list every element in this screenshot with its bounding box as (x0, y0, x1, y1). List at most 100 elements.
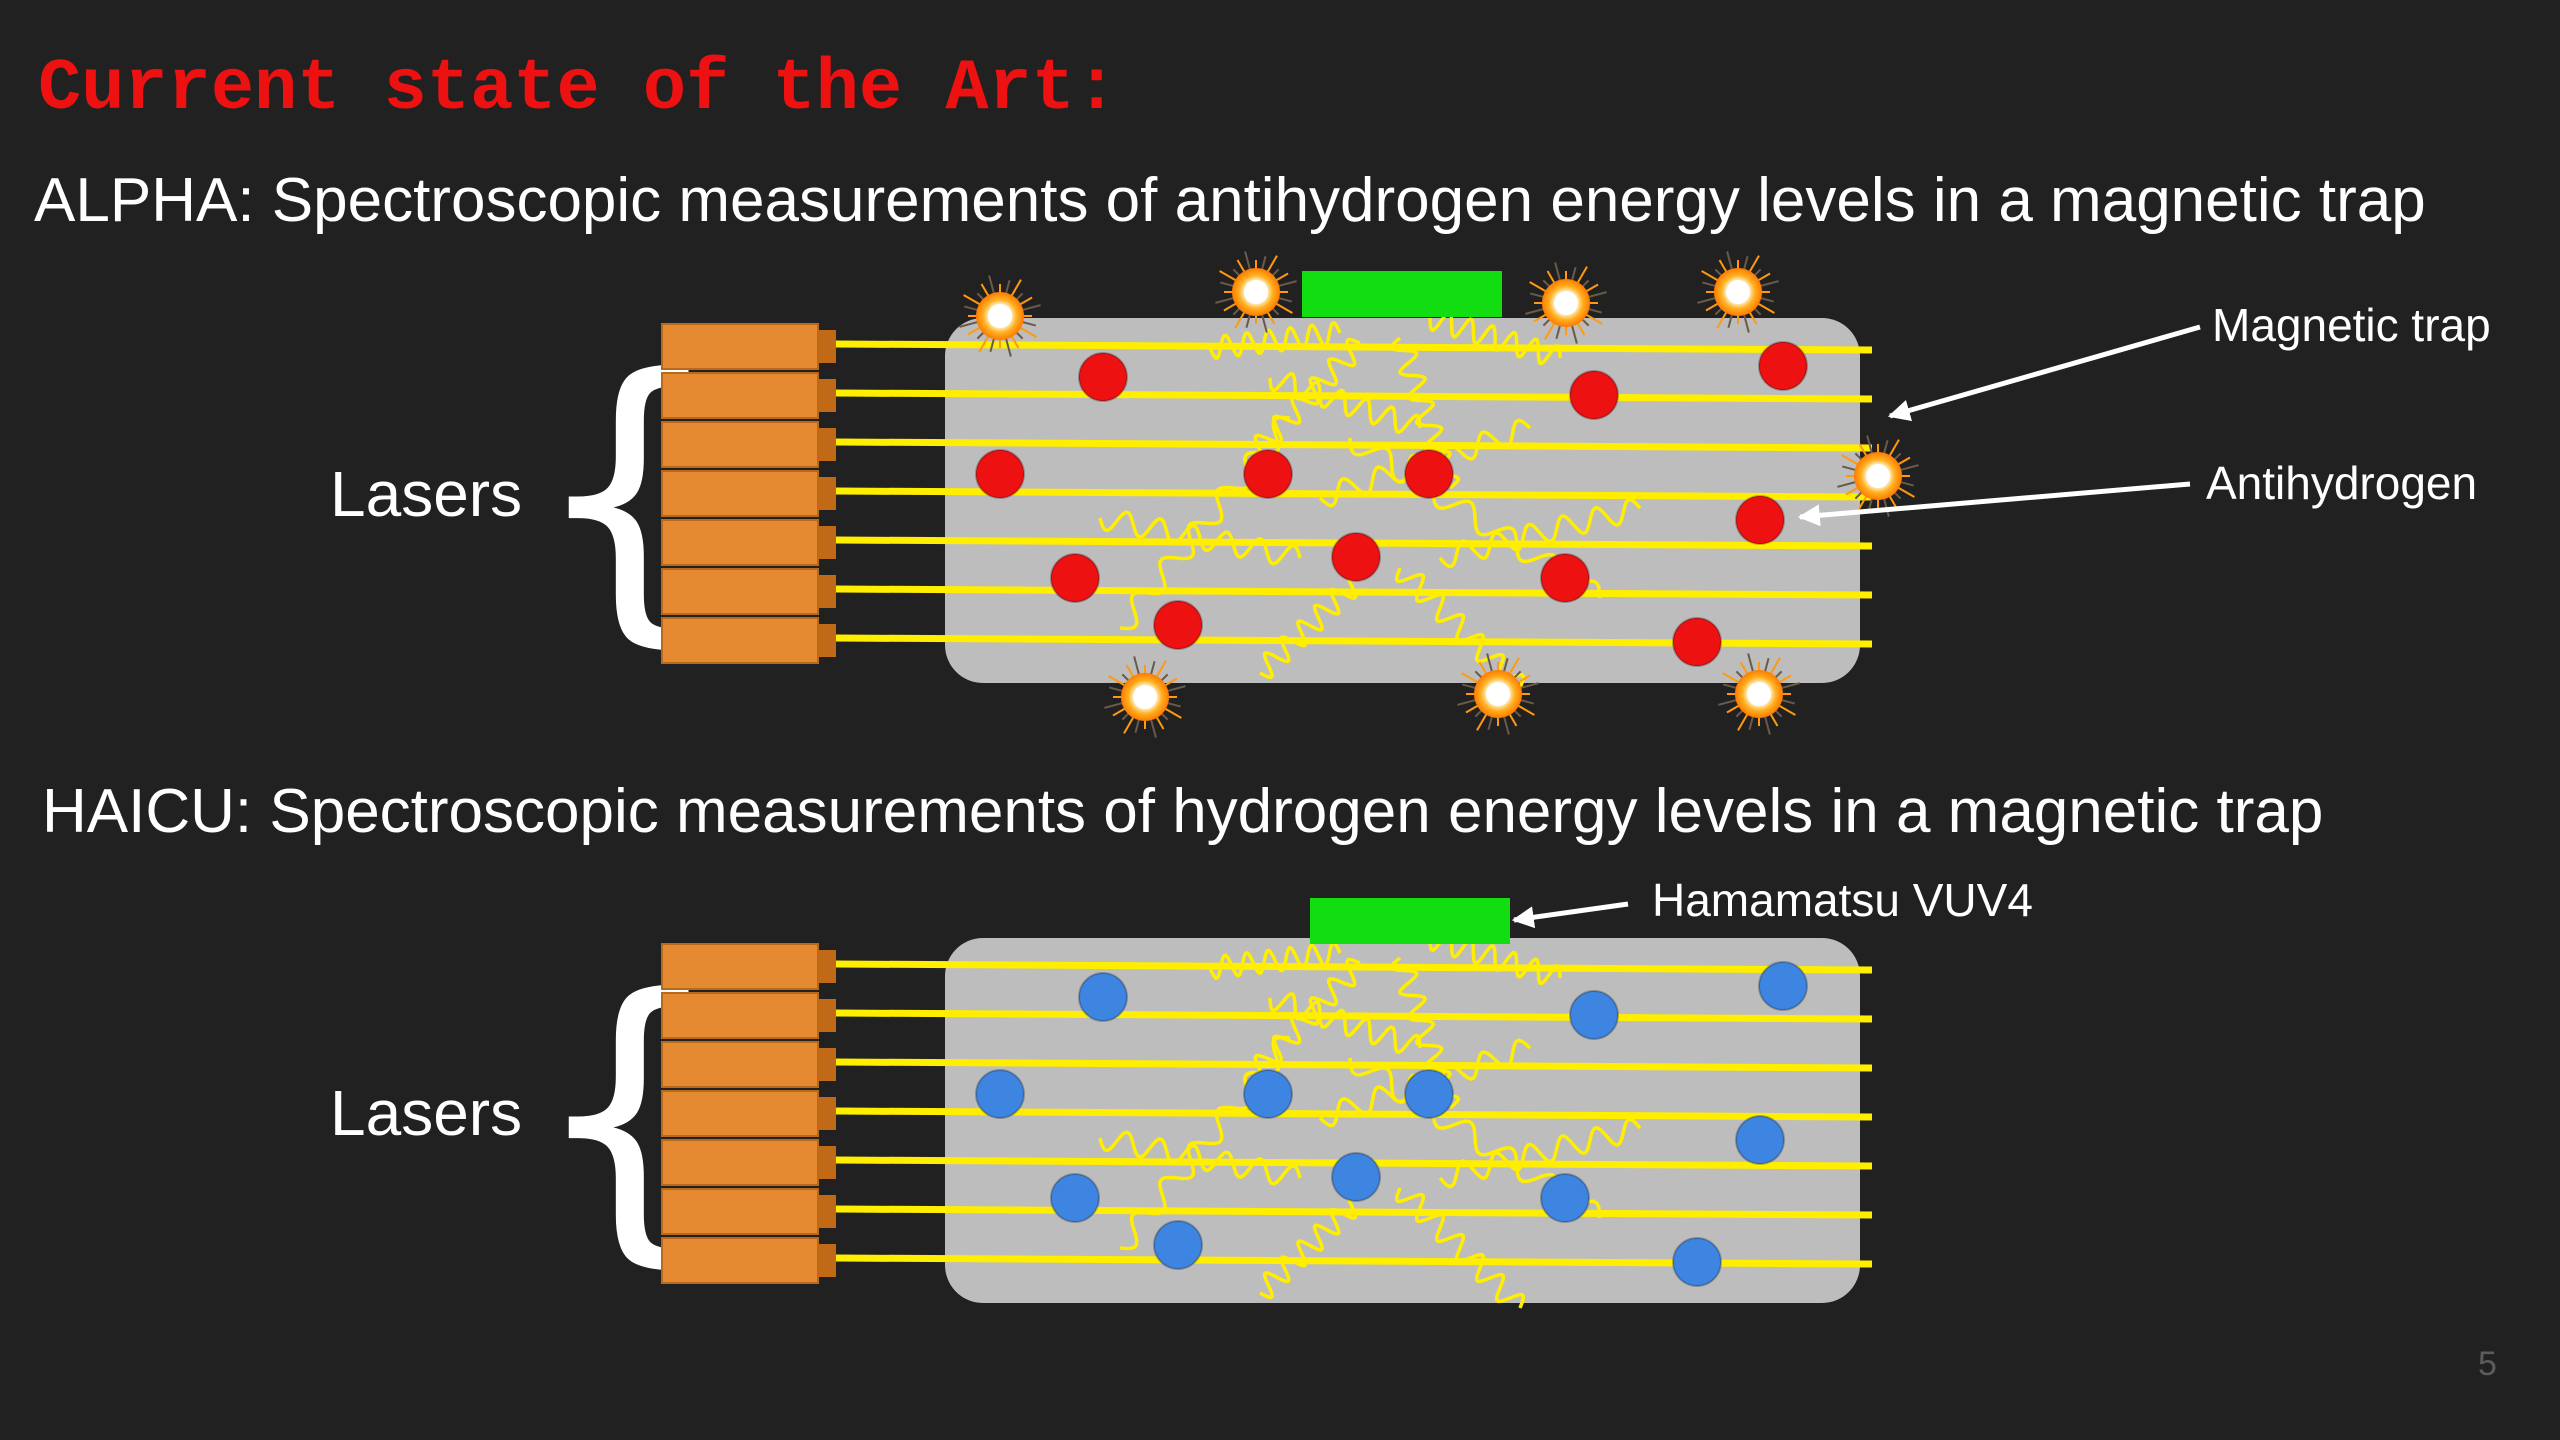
annihilation-flash (1837, 435, 1919, 517)
haicu-laser-block (661, 943, 819, 990)
alpha-photon-path (1394, 567, 1526, 689)
magnetic-trap-label: Magnetic trap (2212, 299, 2491, 351)
haicu-laser-aperture (818, 999, 836, 1032)
alpha-laser-array (661, 323, 836, 664)
annihilation-flash (1457, 653, 1539, 735)
alpha-laser-aperture (818, 428, 836, 461)
alpha-diagram: Lasers { Magnetic trap Antihydrogen (330, 251, 2491, 738)
antihydrogen-atom (1569, 370, 1619, 420)
alpha-laser-block (661, 421, 819, 468)
detector-label: Hamamatsu VUV4 (1652, 874, 2033, 926)
antihydrogen-atom (975, 449, 1025, 499)
hydrogen-atom (1672, 1237, 1722, 1287)
haicu-photon-path (1394, 1187, 1526, 1309)
haicu-laser-block (661, 1041, 819, 1088)
haicu-laser-beam (835, 1058, 1873, 1072)
haicu-laser-beam (835, 1009, 1873, 1023)
alpha-laser-aperture (818, 379, 836, 412)
alpha-laser-beam (835, 389, 1873, 403)
alpha-laser-beam (835, 585, 1873, 599)
hydrogen-atom (1153, 1220, 1203, 1270)
magnetic-trap-arrow (1887, 324, 2201, 422)
alpha-annihilation-flashes (959, 251, 1919, 738)
hydrogen-atom (1569, 990, 1619, 1040)
alpha-laser-block (661, 617, 819, 664)
alpha-photon-path (1249, 337, 1361, 464)
hydrogen-atom (1540, 1173, 1590, 1223)
alpha-photon-path (1098, 510, 1302, 566)
haicu-heading: HAICU: Spectroscopic measurements of hyd… (42, 777, 2323, 846)
alpha-laser-block (661, 519, 819, 566)
haicu-laser-aperture (818, 1146, 836, 1179)
haicu-diagram: Lasers { Hamamatsu VUV4 (330, 874, 2033, 1309)
haicu-lasers-label: Lasers (330, 1077, 522, 1149)
haicu-laser-block (661, 1090, 819, 1137)
alpha-laser-block (661, 372, 819, 419)
antihydrogen-atom (1331, 532, 1381, 582)
haicu-laser-array (661, 943, 836, 1284)
antihydrogen-atom (1404, 449, 1454, 499)
alpha-laser-block (661, 470, 819, 517)
alpha-photon-path (1438, 497, 1642, 569)
annihilation-flash (1718, 653, 1800, 735)
detector-arrow (1511, 901, 1629, 929)
antihydrogen-atom (1672, 617, 1722, 667)
antihydrogen-atom (1540, 553, 1590, 603)
annihilation-flash (1525, 262, 1607, 344)
antihydrogen-arrow (1797, 481, 2191, 527)
haicu-laser-aperture (818, 950, 836, 983)
alpha-heading: ALPHA: Spectroscopic measurements of ant… (34, 166, 2426, 235)
haicu-laser-beam (835, 1205, 1873, 1219)
haicu-laser-block (661, 1237, 819, 1284)
alpha-laser-aperture (818, 330, 836, 363)
antihydrogen-atom (1153, 600, 1203, 650)
alpha-lasers-label: Lasers (330, 458, 522, 530)
hydrogen-atom (1404, 1069, 1454, 1119)
haicu-photon-path (1098, 1130, 1302, 1186)
alpha-laser-aperture (818, 575, 836, 608)
annihilation-flash (1215, 251, 1297, 333)
annihilation-flash (1104, 656, 1186, 738)
alpha-laser-aperture (818, 526, 836, 559)
annihilation-flash (1697, 251, 1779, 333)
hydrogen-atom (1078, 972, 1128, 1022)
haicu-detector (1310, 898, 1510, 944)
antihydrogen-atom (1078, 352, 1128, 402)
antihydrogen-atom (1758, 341, 1808, 391)
haicu-laser-beams (835, 960, 1873, 1268)
haicu-laser-block (661, 1139, 819, 1186)
haicu-laser-beam (835, 960, 1873, 974)
haicu-photon-path (1438, 1117, 1642, 1189)
alpha-laser-block (661, 568, 819, 615)
hydrogen-atom (975, 1069, 1025, 1119)
alpha-laser-aperture (818, 477, 836, 510)
antihydrogen-atom (1243, 449, 1293, 499)
haicu-laser-block (661, 992, 819, 1039)
alpha-laser-beam (835, 438, 1873, 452)
haicu-laser-aperture (818, 1048, 836, 1081)
antihydrogen-label: Antihydrogen (2206, 457, 2477, 509)
hydrogen-atom (1331, 1152, 1381, 1202)
haicu-hydrogen-atoms (975, 961, 1808, 1287)
haicu-laser-aperture (818, 1097, 836, 1130)
hydrogen-atom (1243, 1069, 1293, 1119)
alpha-laser-block (661, 323, 819, 370)
annihilation-flash (959, 275, 1041, 357)
hydrogen-atom (1050, 1173, 1100, 1223)
antihydrogen-atom (1735, 495, 1785, 545)
page-number: 5 (2478, 1345, 2497, 1383)
haicu-laser-block (661, 1188, 819, 1235)
alpha-photon-path (1268, 371, 1422, 435)
haicu-laser-aperture (818, 1244, 836, 1277)
hydrogen-atom (1758, 961, 1808, 1011)
haicu-photon-path (1268, 991, 1422, 1055)
alpha-laser-aperture (818, 624, 836, 657)
antihydrogen-atom (1050, 553, 1100, 603)
slide-title: Current state of the Art: (38, 48, 1118, 130)
alpha-antihydrogen-atoms (975, 341, 1808, 667)
haicu-laser-aperture (818, 1195, 836, 1228)
haicu-photon-path (1249, 957, 1361, 1084)
alpha-detector (1302, 271, 1502, 317)
